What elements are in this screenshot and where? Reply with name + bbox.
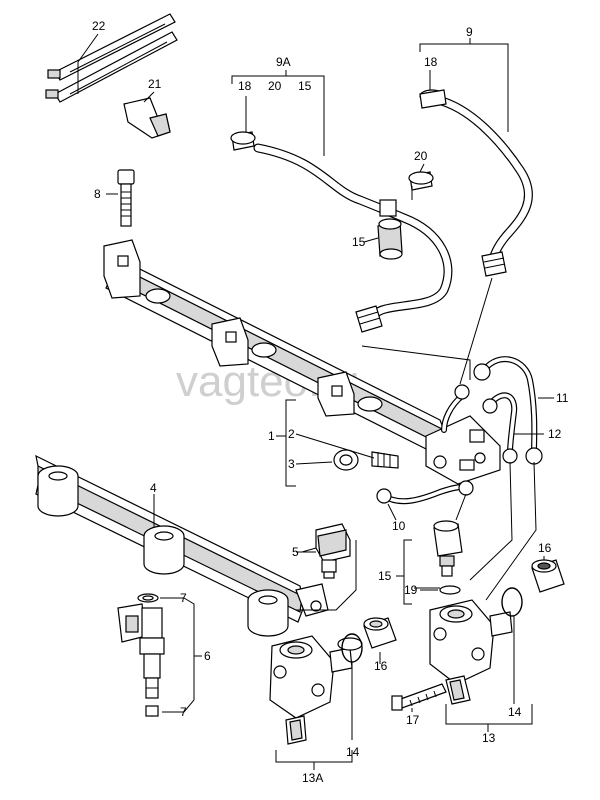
fuel-pressure-sensor-right	[433, 520, 463, 595]
label-6: 6	[204, 649, 211, 663]
label-10: 10	[392, 519, 406, 533]
pipe-to-rail	[441, 384, 470, 433]
connector-16-left	[363, 617, 397, 649]
assembly-dash-lines	[296, 277, 537, 611]
lower-fuel-rail	[35, 454, 329, 637]
label-7b: 7	[180, 705, 187, 719]
label-13a: 13A	[302, 771, 323, 785]
high-pressure-pump-13	[429, 599, 513, 705]
o-ring-14-right	[501, 587, 523, 617]
cable-ties	[45, 13, 178, 103]
bolt	[106, 169, 135, 227]
bolt-17	[391, 683, 447, 711]
part-labels: 22 21 8 9A 18 20 15 9 18 20 15 1 2 3 4 5…	[92, 19, 569, 785]
pressure-sensor	[296, 523, 351, 579]
label-17: 17	[406, 713, 420, 727]
label-18b: 18	[424, 55, 438, 69]
label-5: 5	[292, 545, 299, 559]
hose-9	[419, 89, 533, 277]
label-4: 4	[150, 481, 157, 495]
high-pressure-pump-13a	[269, 635, 363, 745]
label-13: 13	[482, 731, 496, 745]
leader-lines	[153, 38, 554, 770]
label-16b: 16	[538, 541, 552, 555]
pipe-12	[482, 392, 518, 464]
label-8: 8	[94, 187, 101, 201]
label-16a: 16	[374, 659, 388, 673]
upper-fuel-rail	[103, 239, 501, 485]
fuel-injector	[117, 593, 165, 717]
label-1: 1	[268, 429, 275, 443]
label-21: 21	[148, 77, 162, 91]
label-3: 3	[288, 457, 295, 471]
label-20a: 20	[268, 79, 282, 93]
pipe-11	[473, 356, 543, 465]
label-15c: 15	[378, 569, 392, 583]
label-22: 22	[92, 19, 106, 33]
hose-clip	[123, 91, 171, 139]
label-7a: 7	[180, 591, 187, 605]
hose-9a	[230, 131, 453, 333]
label-19: 19	[404, 583, 418, 597]
label-9: 9	[466, 25, 473, 39]
label-2: 2	[288, 427, 295, 441]
label-18a: 18	[238, 79, 252, 93]
union-and-seal	[333, 449, 399, 471]
label-15a: 15	[298, 79, 312, 93]
label-9a: 9A	[276, 55, 291, 69]
connector-16-right	[531, 559, 565, 593]
label-20b: 20	[414, 149, 428, 163]
label-15b: 15	[352, 235, 366, 249]
label-12: 12	[548, 427, 562, 441]
label-14a: 14	[346, 745, 360, 759]
label-11: 11	[556, 391, 569, 405]
label-14b: 14	[508, 705, 522, 719]
pipe-10	[376, 480, 474, 505]
